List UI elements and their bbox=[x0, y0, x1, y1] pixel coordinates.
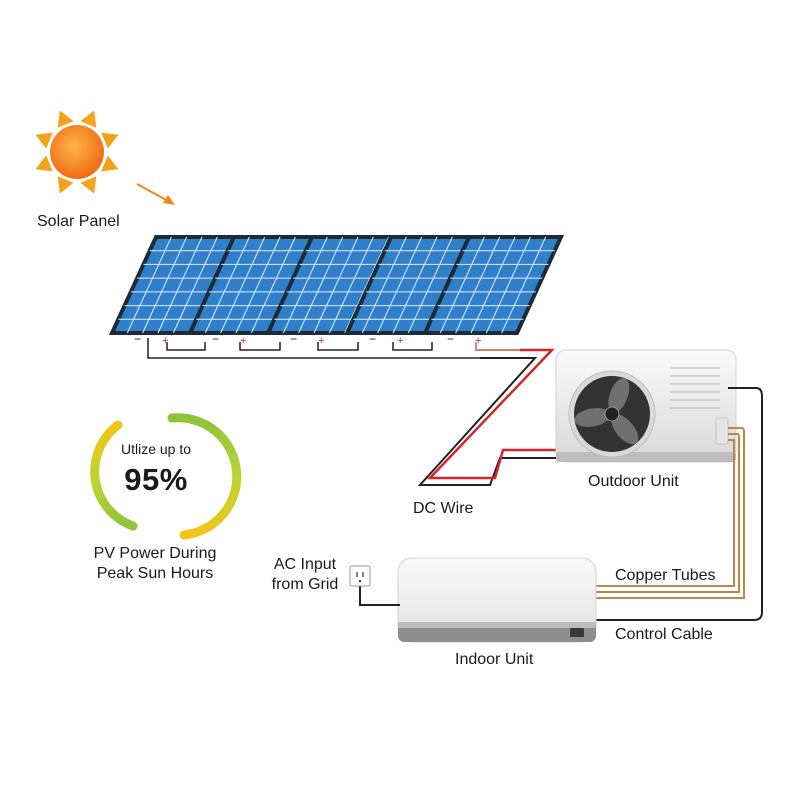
power-outlet-icon bbox=[349, 565, 371, 587]
solar-panel-array: −+−+−+−+−+ bbox=[108, 235, 565, 347]
sun-ray bbox=[80, 110, 97, 128]
negative-terminal: − bbox=[369, 332, 376, 346]
efficiency-caption-line1: PV Power During bbox=[93, 545, 217, 562]
indoor-unit bbox=[397, 557, 597, 643]
negative-terminal: − bbox=[290, 332, 297, 346]
dc-wire bbox=[417, 348, 560, 486]
efficiency-gauge bbox=[90, 413, 242, 540]
negative-terminal: − bbox=[447, 332, 454, 346]
negative-terminal: − bbox=[212, 332, 219, 346]
sun-ray bbox=[35, 155, 53, 172]
sun-ray bbox=[35, 132, 53, 149]
sun-ray bbox=[101, 155, 119, 172]
outdoor-unit-label: Outdoor Unit bbox=[588, 473, 679, 490]
efficiency-top-text: Utlize up to bbox=[120, 441, 192, 457]
ac-input-line2: from Grid bbox=[271, 576, 339, 593]
ac-input-label: AC Input from Grid bbox=[268, 555, 342, 595]
sun-icon bbox=[35, 110, 119, 194]
efficiency-caption: PV Power During Peak Sun Hours bbox=[70, 544, 240, 584]
efficiency-value: 95% bbox=[124, 462, 188, 497]
copper-tubes bbox=[592, 427, 745, 599]
sun-ray bbox=[101, 132, 119, 149]
solar-panel-label: Solar Panel bbox=[37, 213, 120, 230]
sun-ray bbox=[80, 176, 97, 194]
negative-terminal: − bbox=[134, 332, 141, 346]
indoor-unit-label: Indoor Unit bbox=[455, 651, 534, 668]
positive-terminal: + bbox=[240, 335, 246, 347]
panel-series-wiring bbox=[147, 338, 520, 359]
vent-grille bbox=[670, 367, 720, 409]
solar-panel-icon: −+ bbox=[421, 235, 565, 347]
positive-terminal: + bbox=[318, 335, 324, 347]
dc-wire-label: DC Wire bbox=[413, 500, 474, 517]
ac-input-wire bbox=[359, 585, 400, 606]
control-cable bbox=[596, 387, 763, 621]
fan-icon bbox=[568, 370, 656, 458]
sun-ray bbox=[57, 110, 74, 128]
copper-tubes-label: Copper Tubes bbox=[615, 567, 716, 584]
sun-ray bbox=[57, 176, 74, 194]
ac-input-line1: AC Input bbox=[273, 556, 337, 573]
positive-terminal: + bbox=[475, 335, 481, 347]
efficiency-caption-line2: Peak Sun Hours bbox=[96, 565, 214, 582]
sunlight-arrow-icon bbox=[136, 183, 175, 205]
positive-terminal: + bbox=[162, 335, 168, 347]
outdoor-unit bbox=[555, 349, 737, 463]
control-cable-label: Control Cable bbox=[615, 626, 713, 643]
positive-terminal: + bbox=[397, 335, 403, 347]
